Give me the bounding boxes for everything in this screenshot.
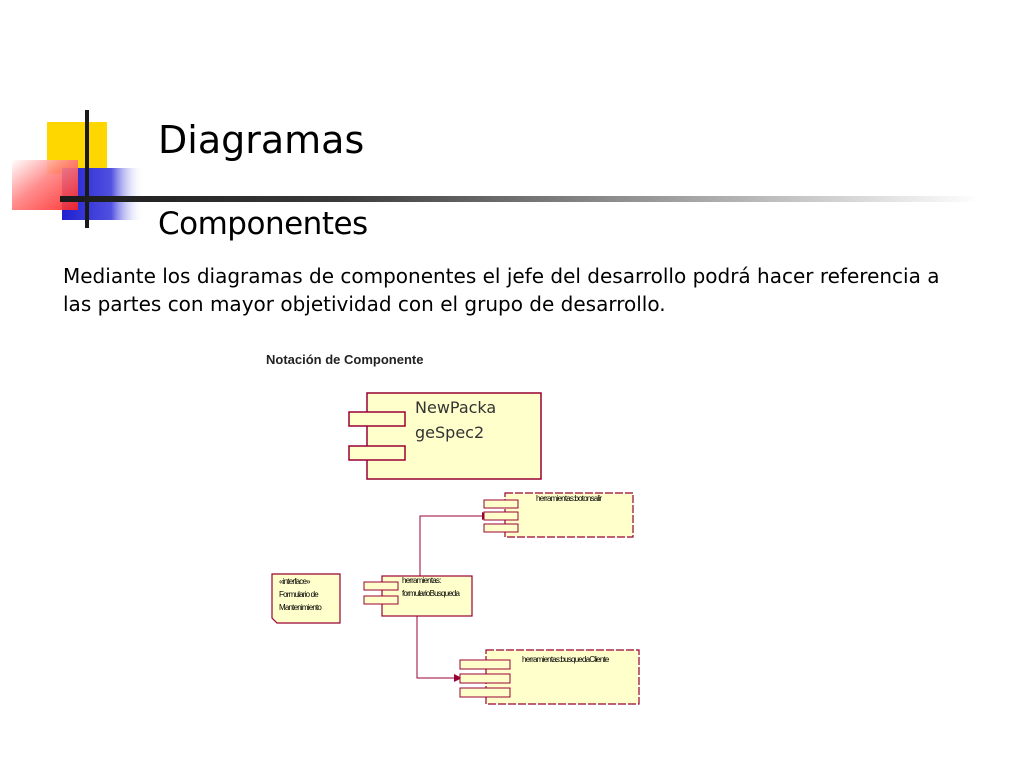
- top-component-name: herramientas:botonsalir: [536, 494, 602, 503]
- top-component: herramientas:botonsalir: [483, 492, 634, 538]
- component-tab: [483, 499, 519, 509]
- component-tab: [483, 511, 519, 521]
- title-rule: [60, 196, 980, 202]
- arrowhead: [454, 674, 462, 682]
- interface-note: «interface» Formulario de Mantenimiento: [271, 573, 341, 624]
- bottom-component-name: herramientas:busquedaCliente: [522, 655, 610, 664]
- interface-stereotype: «interface»: [279, 577, 311, 586]
- component-tab: [459, 659, 511, 670]
- component-tab: [459, 673, 511, 684]
- figure-caption: Notación de Componente: [266, 352, 423, 367]
- component-diagram: Notación de Componente NewPacka geSpec2 …: [266, 352, 640, 705]
- main-component: NewPacka geSpec2: [348, 392, 542, 480]
- connector-to-top: [419, 515, 482, 576]
- component-tab: [348, 445, 406, 461]
- component-tab: [363, 581, 399, 591]
- decorative-corner-graphic: [12, 110, 144, 228]
- connector-to-bottom: [416, 616, 454, 679]
- vertical-line: [85, 110, 89, 228]
- component-tab: [348, 411, 406, 427]
- component-tab: [483, 523, 519, 533]
- red-square: [12, 160, 78, 210]
- bottom-component: herramientas:busquedaCliente: [459, 649, 640, 705]
- interface-name-2: Mantenimiento: [279, 603, 322, 612]
- component-tab: [363, 595, 399, 605]
- slide-title: Diagramas: [158, 118, 365, 162]
- main-component-name-2: geSpec2: [415, 423, 484, 442]
- center-component-name-1: herramientas:: [402, 576, 441, 585]
- main-component-name-1: NewPacka: [415, 398, 496, 417]
- component-tab: [459, 687, 511, 698]
- slide-body-text: Mediante los diagramas de componentes el…: [63, 264, 940, 316]
- center-component: herramientas: formularioBusqueda: [363, 575, 473, 617]
- center-component-name-2: formularioBusqueda: [402, 589, 461, 598]
- interface-name-1: Formulario de: [279, 590, 319, 599]
- slide-subtitle: Componentes: [158, 206, 368, 242]
